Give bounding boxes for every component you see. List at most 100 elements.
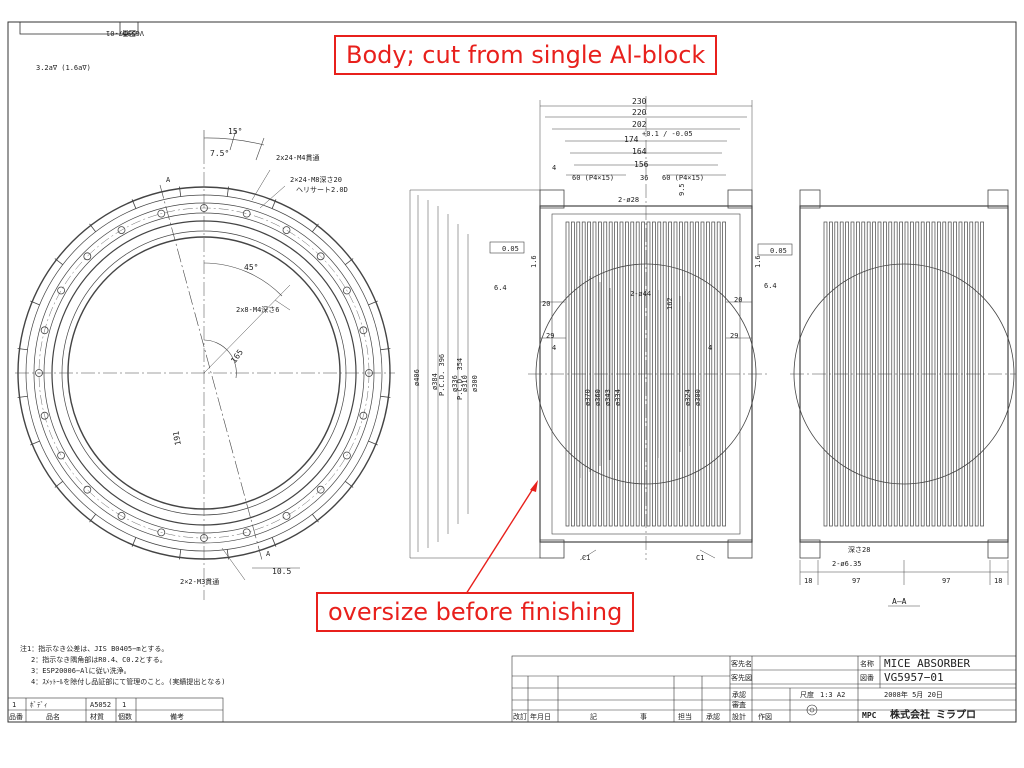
dim-29-right: 29 [730,332,738,340]
cooling-fin [652,221,656,527]
section-fins [823,221,984,527]
depth-28: 深さ28 [848,545,870,554]
sec-dim-18-left: 18 [804,577,812,585]
angle-7-5-label: 7.5° [210,149,229,158]
dia-300-right: ø300 [694,389,702,406]
thread-mark [179,186,182,197]
callout-arrow [465,483,537,595]
tb-rev-hdr-5: 承認 [706,712,720,721]
section-label: A—A [892,597,907,606]
thread-mark [17,395,28,398]
tb-date: 2008年 5月 20日 [884,690,943,699]
dim-202: 202 [632,120,647,129]
dia-336: ø336 [451,375,459,392]
dim-4-left: 4 [552,344,556,352]
bolt-hole [342,451,351,460]
m4-holes-label: 2x24-M4貫通 [276,153,320,162]
tb-company: 株式会社 ミラプロ [890,708,976,721]
thread-mark [54,481,64,488]
hdr-part-no: 品番 [9,713,23,721]
dia-384: ø384 [431,373,439,390]
dia-406: ø406 [413,369,421,386]
flatness-right: 0.05 [770,247,787,255]
parts-table [7,697,224,723]
tb-scale-label: 尺度 [800,690,814,699]
title-block-text: 客先名 客先図 名称 MICE ABSORBER 図番 VG5957−01 尺度… [513,657,976,721]
angle-45-label: 45° [244,263,258,272]
section-a-top: A [166,176,171,184]
tb-role-3: 設計 [732,712,746,721]
bolt-hole [359,326,368,335]
dim-174: 174 [624,135,639,144]
cooling-fin [695,221,699,527]
dim-20-right: 20 [734,296,742,304]
tb-rev-hdr-4: 担当 [678,712,692,721]
tb-rev-hdr-3: 事 [640,712,647,721]
dim-164: 164 [632,147,647,156]
thread-mark [271,199,277,209]
bolt-hole [83,485,92,494]
dia-310: ø310 [461,375,469,392]
r191-label: 191 [171,430,182,446]
dim-4-top: 4 [552,164,556,172]
thread-mark [226,186,229,197]
thread-mark [271,537,277,547]
bolt-hole [316,252,325,261]
thread-mark [17,348,28,351]
holes-6-35: 2-ø6.35 [832,560,862,568]
tb-role-2: 審査 [732,700,746,709]
dim-162: 162 [666,297,674,310]
notes: 注1：指示なき公差は、JIS B0405−mとする。 2：指示なき隅角部はR0.… [20,644,225,686]
bolt-hole [83,252,92,261]
thread-mark [30,440,40,446]
pitch-right: 60 (P4×15) [662,174,704,182]
part-name: ﾎﾞﾃﾞｨ [30,701,48,709]
tb-rev-hdr-2: 記 [590,712,597,721]
bolt-hole [157,528,166,537]
tb-rev-hdr-0: 改訂 [513,712,527,721]
tb-scale-value: 1:3 A2 [820,691,845,699]
thread-mark [131,199,137,209]
title-block [511,655,1017,723]
surface-roughness: 3.2a∇ (1.6a∇) [36,64,91,72]
dia-324: ø324 [684,389,692,406]
chamfer-left: C1 [582,554,590,562]
chamfer-right: C1 [696,554,704,562]
dia-343: ø343 [604,389,612,406]
dim-1-6-left: 1.6 [530,255,538,268]
thread-mark [368,440,378,446]
parts-table-text: 1 ﾎﾞﾃﾞｨ A5052 1 品番 品名 材質 個数 備考 [9,701,184,721]
note-3: 3：ESP20006−Alに従い洗浄。 [31,666,131,675]
part-qty: 1 [122,701,126,709]
oversize-callout: oversize before finishing [316,592,635,632]
dim-220: 220 [632,108,647,117]
bolt-hole-group [17,186,391,560]
top-drawing-number: VG5957-01 図番 [19,21,144,37]
cooling-fin [700,221,705,527]
thread-mark [179,549,182,560]
top-dwg-number: VG5957-01 [106,29,144,37]
section-view [790,189,1016,607]
dim-20-left: 20 [542,300,550,308]
dim-6-4-left: 6.4 [494,284,507,292]
dia-370: ø370 [584,389,592,406]
thread-mark [368,300,378,306]
bolt-hole [342,286,351,295]
callout-arrowhead [530,480,538,492]
dim-1-6-right: 1.6 [754,255,762,268]
bolt-hole [117,226,126,235]
bolt-hole [282,511,291,520]
tb-name-label: 名称 [860,659,874,668]
cooling-fin [722,221,726,527]
thread-mark [131,537,137,547]
dim-6-4-right: 6.4 [764,282,777,290]
flatness-left: 0.05 [502,245,519,253]
bolt-hole [57,286,66,295]
m8-holes-label: 2×24-M8深さ20 [290,175,342,184]
dia-300: ø300 [471,375,479,392]
dim-156: 156 [634,160,649,169]
bolt-hole [40,326,49,335]
dim-29-left: 29 [546,332,554,340]
bolt-hole [57,451,66,460]
